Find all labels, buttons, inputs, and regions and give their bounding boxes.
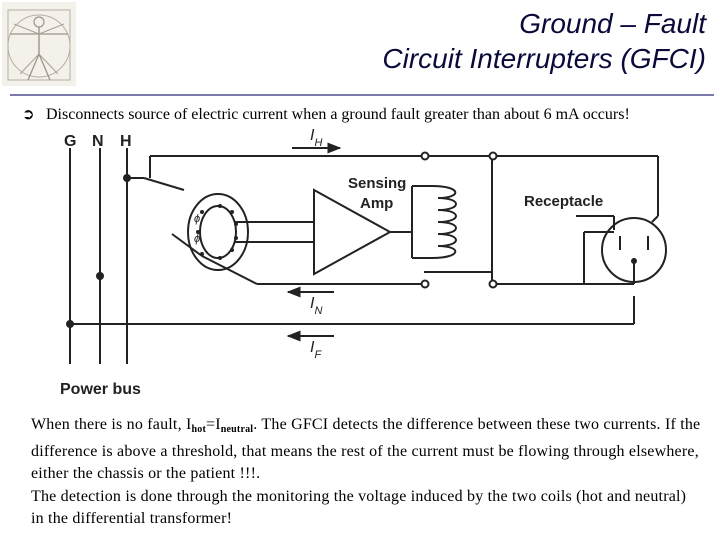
title-divider (10, 94, 714, 96)
receptacle-label: Receptacle (524, 193, 603, 210)
slide-title: Ground – Fault Circuit Interrupters (GFC… (146, 6, 706, 76)
sensing-amp-label-line-1: Sensing (348, 175, 406, 192)
bullet-text: Disconnects source of electric current w… (46, 106, 630, 123)
neutral-subscript: neutral (220, 424, 254, 435)
title-line-1: Ground – Fault (519, 8, 706, 39)
vitruvian-man-logo (2, 2, 76, 86)
bus-label-n: N (92, 133, 104, 150)
current-label-fault: IF (310, 339, 322, 361)
hot-subscript: hot (191, 424, 206, 435)
svg-text:ϕ: ϕ (194, 233, 200, 245)
sensing-amp-label-line-2: Amp (360, 195, 393, 212)
current-label-hot: IH (310, 127, 322, 149)
current-label-neutral: IN (310, 295, 322, 317)
paragraph-detection: The detection is done through the monito… (31, 488, 687, 527)
paragraph-1-text-start: When there is no fault, I (31, 416, 192, 433)
power-bus-label: Power bus (60, 381, 141, 398)
title-line-2: Circuit Interrupters (GFCI) (382, 43, 706, 74)
bus-label-h: H (120, 133, 132, 150)
sensing-amp (313, 188, 393, 276)
svg-text:ϕ: ϕ (194, 213, 200, 225)
bullet-point: ➲ Disconnects source of electric current … (22, 104, 712, 125)
paragraph-1-equals: =I (206, 416, 221, 433)
arrow-bullet-icon: ➲ (22, 105, 35, 123)
bus-label-g: G (64, 133, 76, 150)
paragraph-1-text-end: . The GFCI detects the difference betwee… (31, 416, 701, 482)
differential-transformer: ϕ ϕ (187, 193, 249, 271)
paragraph-no-fault: When there is no fault, Ihot=Ineutral. T… (31, 414, 703, 485)
gfci-circuit-diagram: ϕ ϕ G N H Sensing Amp Receptacle IH IN I… (60, 127, 667, 398)
receptacle-outlet (601, 217, 667, 283)
